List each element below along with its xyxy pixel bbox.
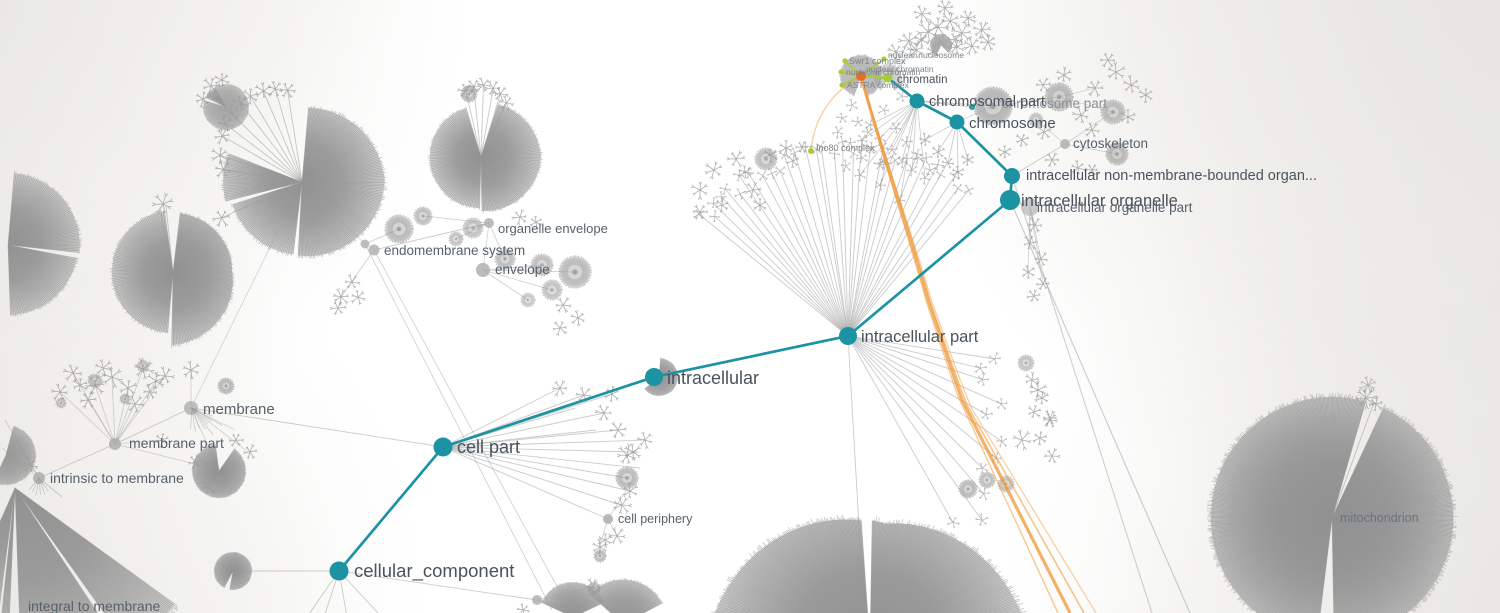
svg-text:cytoskeleton: cytoskeleton	[1073, 136, 1148, 151]
svg-text:chromatin: chromatin	[897, 74, 948, 86]
svg-text:intracellular part: intracellular part	[861, 328, 979, 346]
svg-text:endomembrane system: endomembrane system	[384, 243, 525, 258]
svg-text:Ino80 complex: Ino80 complex	[816, 143, 875, 153]
svg-text:nuclear nucleosome: nuclear nucleosome	[888, 50, 964, 60]
svg-text:cell part: cell part	[457, 437, 520, 457]
svg-text:intracellular organelle part: intracellular organelle part	[1037, 200, 1193, 215]
svg-text:Swr1 complex: Swr1 complex	[849, 56, 906, 66]
svg-text:cellular_component: cellular_component	[354, 560, 514, 582]
svg-text:envelope: envelope	[495, 262, 550, 277]
svg-text:intracellular: intracellular	[667, 368, 759, 388]
svg-text:mitochondrion: mitochondrion	[1340, 511, 1419, 525]
svg-text:intrinsic to membrane: intrinsic to membrane	[50, 470, 184, 486]
svg-text:intracellular organelle: intracellular organelle	[1021, 192, 1178, 210]
svg-text:membrane: membrane	[203, 401, 275, 418]
svg-text:membrane part: membrane part	[129, 435, 224, 451]
svg-text:organelle envelope: organelle envelope	[498, 221, 608, 236]
svg-text:chromosome part: chromosome part	[1002, 96, 1107, 111]
svg-text:intracellular non-membrane-bou: intracellular non-membrane-bounded organ…	[1026, 168, 1317, 184]
svg-text:integral to membrane: integral to membrane	[28, 598, 161, 613]
svg-text:nucleolar chromatin: nucleolar chromatin	[846, 67, 920, 77]
svg-text:ASTRA complex: ASTRA complex	[847, 80, 910, 90]
svg-text:chromosomal part: chromosomal part	[929, 94, 1045, 110]
svg-text:nuclear chromatin: nuclear chromatin	[866, 64, 934, 74]
svg-text:cell periphery: cell periphery	[618, 512, 693, 526]
svg-text:chromosome: chromosome	[969, 115, 1056, 132]
